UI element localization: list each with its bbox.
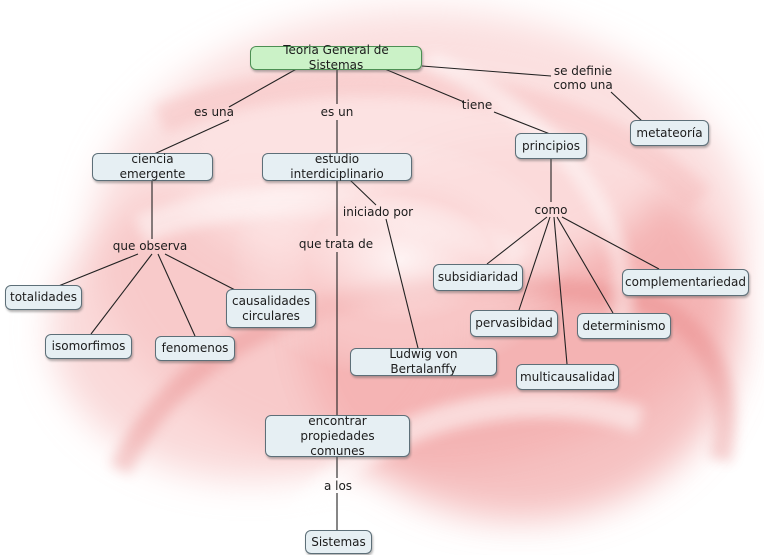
root-concept-teoria-general-de-sistemas[interactable]: Teoria General de Sistemas <box>250 43 422 72</box>
concept-causalidades-circulares[interactable]: causalidades circulares <box>226 289 316 328</box>
concept-totalidades[interactable]: totalidades <box>5 285 82 310</box>
link-label-a-los: a los <box>323 479 353 493</box>
concept-ludwig-von-bertalanffy[interactable]: Ludwig von Bertalanffy <box>350 347 497 376</box>
line-como-pervasibidad <box>518 216 551 311</box>
line-root-tiene <box>379 66 465 103</box>
line-esuna-ciencia <box>151 119 230 156</box>
concept-sistemas[interactable]: Sistemas <box>305 530 372 554</box>
line-root-sedefine <box>421 65 552 77</box>
link-label-se-define: se definie como una <box>553 64 613 92</box>
concept-subsidiaridad[interactable]: subsidiaridad <box>433 264 523 291</box>
line-sedefine-metateoria <box>610 91 643 122</box>
line-estudio-iniciado <box>349 179 377 206</box>
link-label-que-observa: que observa <box>112 239 188 253</box>
link-label-como: como <box>534 203 568 217</box>
concept-isomorfimos[interactable]: isomorfimos <box>45 334 132 359</box>
line-como-multicausalidad <box>553 216 568 365</box>
line-como-complementariedad <box>561 216 660 270</box>
line-tiene-principios <box>493 111 551 135</box>
line-como-determinismo <box>556 216 614 314</box>
link-label-que-trata-de: que trata de <box>298 237 374 251</box>
line-root-esuna <box>228 66 301 108</box>
concept-pervasibidad[interactable]: pervasibidad <box>470 310 558 337</box>
line-como-subsidiaridad <box>486 216 548 265</box>
concept-complementariedad[interactable]: complementariedad <box>622 269 749 296</box>
line-queobserva-fenomenos <box>157 253 196 337</box>
line-queobserva-totalidades <box>55 253 139 288</box>
line-queobserva-causalidades <box>164 253 240 293</box>
line-iniciado-ludwig <box>385 218 419 349</box>
line-queobserva-isomorfimos <box>90 253 153 335</box>
concept-fenomenos[interactable]: fenomenos <box>155 336 235 361</box>
concept-multicausalidad[interactable]: multicausalidad <box>516 364 619 390</box>
concept-metateoria[interactable]: metateoría <box>630 120 709 146</box>
concept-encontrar-propiedades-comunes[interactable]: encontrar propiedades comunes <box>265 414 410 458</box>
link-label-iniciado-por: iniciado por <box>342 205 414 219</box>
concept-principios[interactable]: principios <box>515 133 587 159</box>
link-label-es-un: es un <box>320 105 354 119</box>
link-label-tiene: tiene <box>461 98 493 112</box>
concept-determinismo[interactable]: determinismo <box>577 313 671 339</box>
concept-estudio-interdisciplinario[interactable]: estudio interdiciplinario <box>262 152 412 181</box>
concept-ciencia-emergente[interactable]: ciencia emergente <box>92 152 213 181</box>
link-label-es-una: es una <box>193 105 235 119</box>
